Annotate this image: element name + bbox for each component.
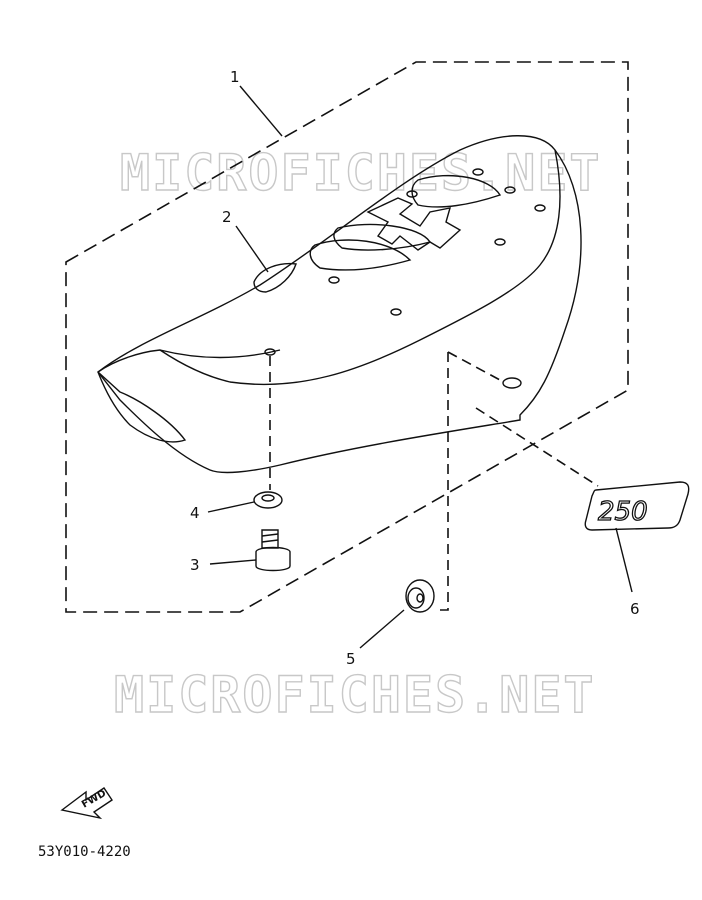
washer-part-4 [253,491,283,509]
callout-1: 1 [230,68,240,86]
callout-6: 6 [630,600,640,618]
callout-5: 5 [346,650,356,668]
watermark-bottom: MICROFICHES.NET [114,666,596,724]
callout-line-4 [207,501,255,513]
fwd-arrow-icon: FWD [60,787,113,820]
leader-emblem [475,407,599,487]
watermark-top: MICROFICHES.NET [120,144,602,202]
callout-4: 4 [190,504,200,522]
callout-3: 3 [190,556,200,574]
leader-grommet-top [447,351,501,381]
grommet-part-5 [405,579,435,613]
part-number: 53Y010-4220 [38,844,131,860]
emblem-part-6: 250 [584,481,690,531]
seat-illustration [97,135,582,474]
callout-line-6 [615,527,633,593]
callout-2: 2 [222,208,232,226]
callout-line-3 [209,559,257,565]
seat-latch [253,262,297,293]
callout-line-2 [235,225,269,273]
assembly-boundary [65,61,629,613]
callout-line-1 [239,85,283,137]
callout-line-5 [359,609,405,649]
emblem-text: 250 [598,497,648,527]
bolt-part-3 [255,529,291,572]
leader-grommet-path [436,352,449,611]
